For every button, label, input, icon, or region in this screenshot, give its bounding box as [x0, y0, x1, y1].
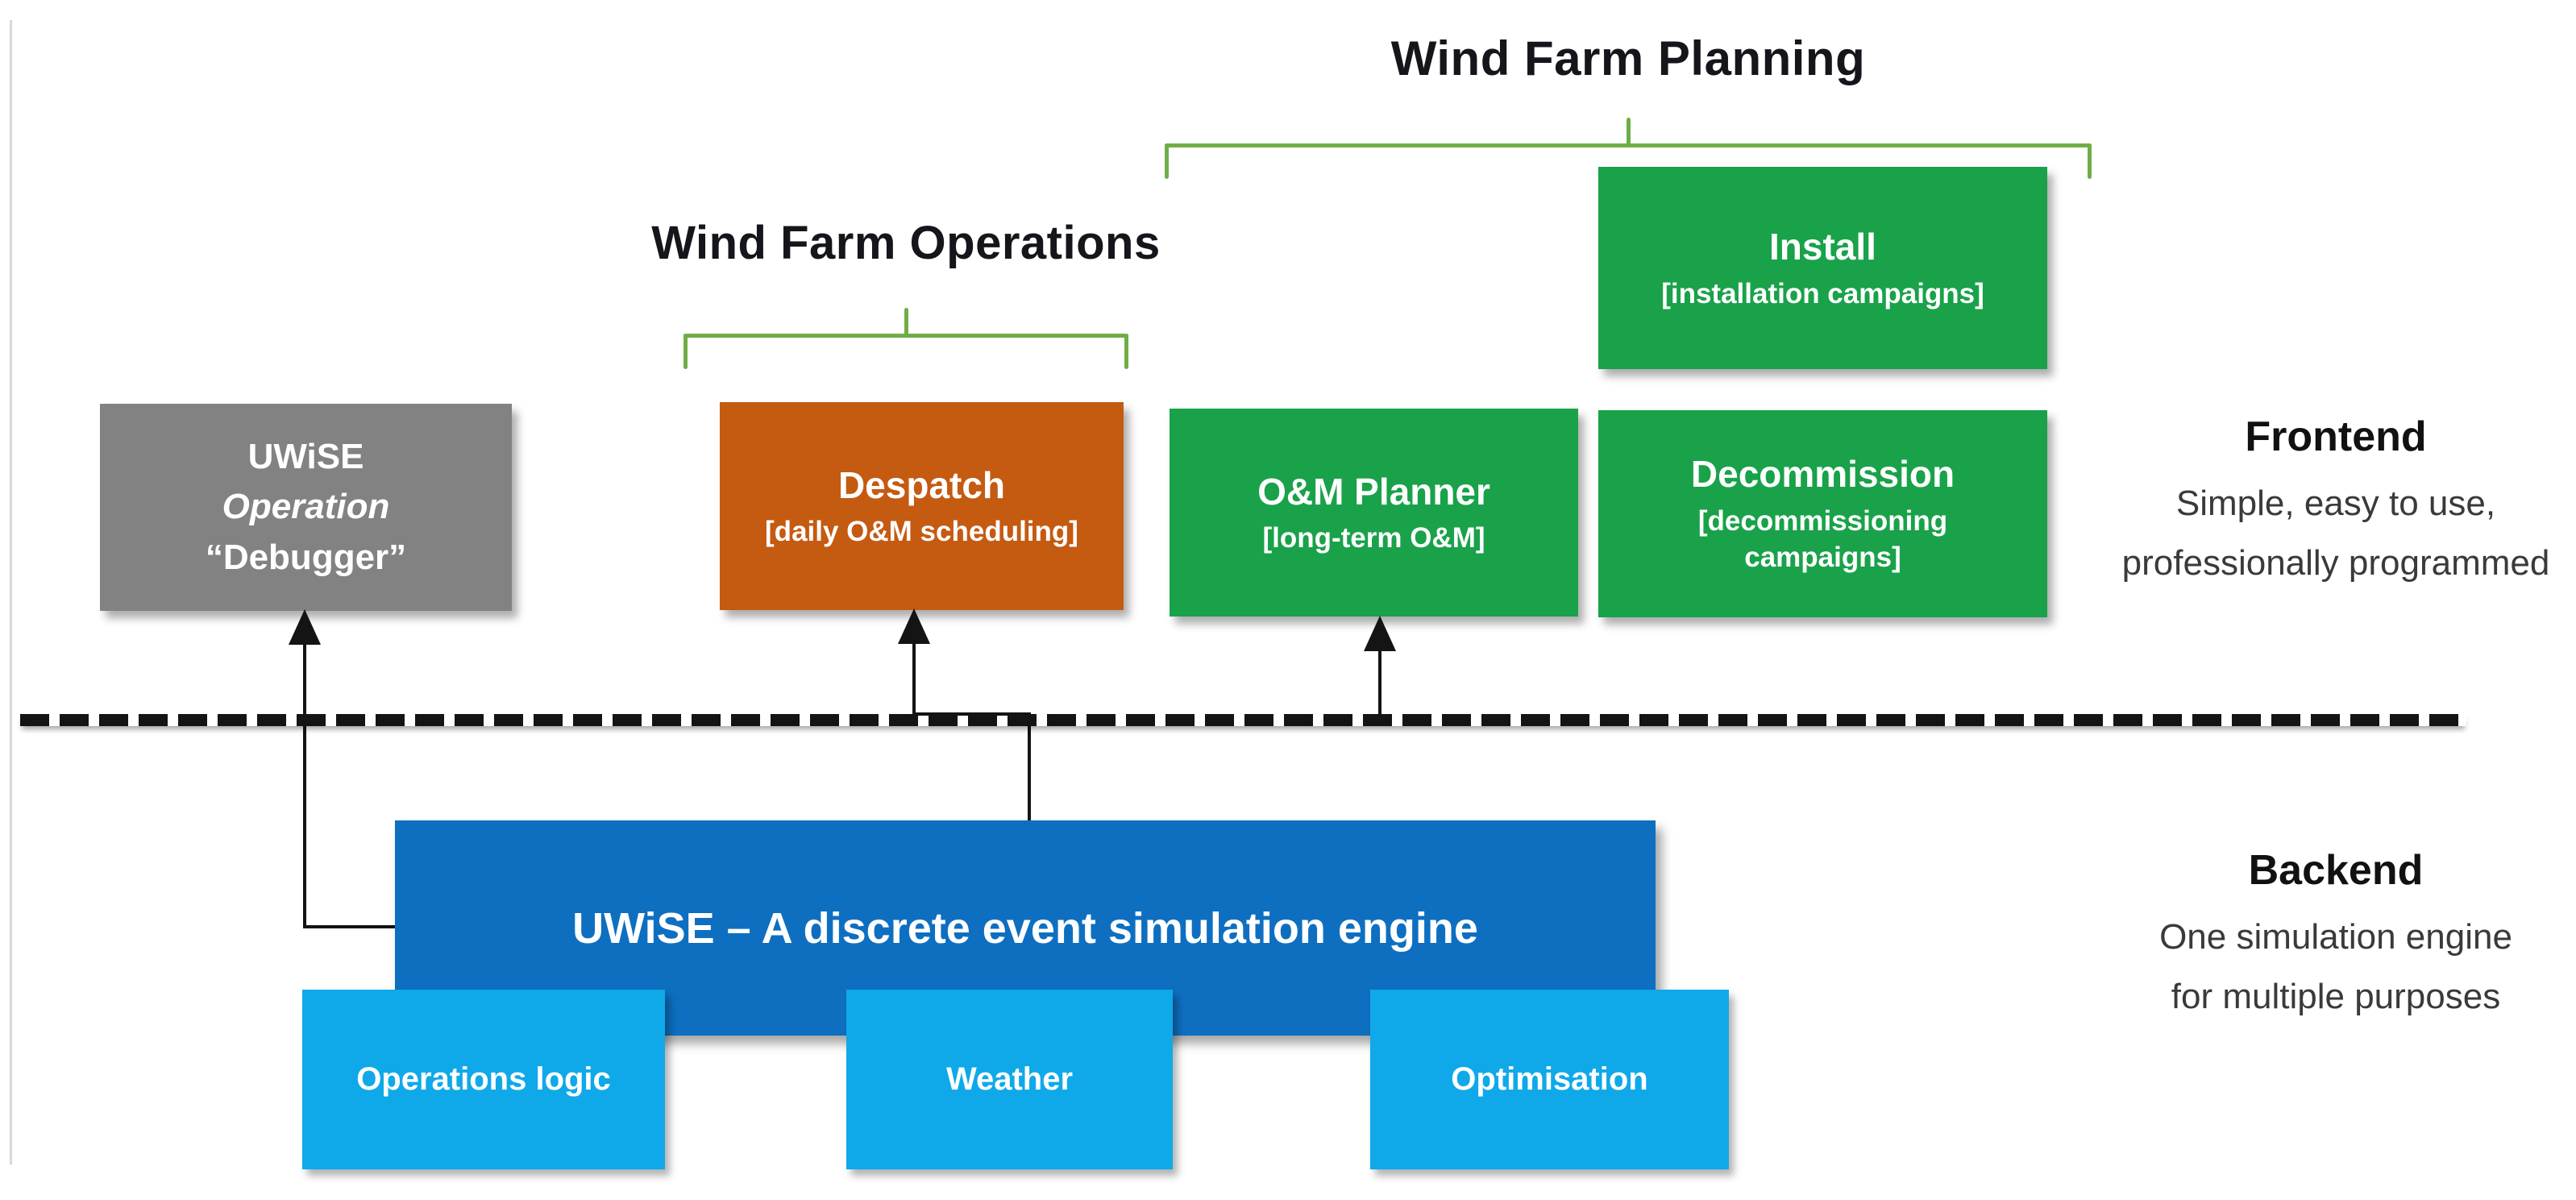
- debugger-line-3: “Debugger”: [205, 537, 407, 577]
- frontend-label-block: Frontend Simple, easy to use, profession…: [2096, 413, 2576, 593]
- decommission-box: Decommission [decommissioning campaigns]: [1598, 410, 2047, 617]
- brace-bar: [683, 334, 1128, 338]
- debugger-line-1: UWiSE: [247, 436, 364, 476]
- decommission-subtitle: [decommissioning campaigns]: [1697, 504, 1948, 574]
- om-planner-box: O&M Planner [long-term O&M]: [1170, 409, 1578, 617]
- module-weather-label: Weather: [945, 1061, 1074, 1097]
- frontend-description-line-1: Simple, easy to use,: [2175, 484, 2496, 523]
- arrow-up-to-om-planner: [1364, 616, 1396, 651]
- om-planner-title: O&M Planner: [1257, 470, 1490, 513]
- install-box: Install [installation campaigns]: [1598, 167, 2047, 369]
- frontend-description: Simple, easy to use, professionally prog…: [2096, 474, 2576, 593]
- module-weather: Weather: [846, 990, 1173, 1169]
- install-title: Install: [1769, 226, 1876, 268]
- connector-engine-top-vertical: [1028, 712, 1031, 822]
- backend-description-line-1: One simulation engine: [2159, 917, 2512, 957]
- debugger-box: UWiSE Operation “Debugger”: [100, 404, 512, 611]
- module-operations-logic: Operations logic: [302, 990, 665, 1169]
- simulation-engine-title: UWiSE – A discrete event simulation engi…: [572, 903, 1478, 953]
- group-title-wind-farm-operations: Wind Farm Operations: [651, 217, 1161, 269]
- frontend-backend-divider: [20, 714, 2466, 726]
- om-planner-subtitle: [long-term O&M]: [1262, 522, 1485, 554]
- arrow-up-to-despatch: [898, 608, 930, 644]
- backend-label-block: Backend One simulation engine for multip…: [2096, 846, 2576, 1027]
- module-optimisation-label: Optimisation: [1451, 1061, 1648, 1097]
- brace-tick-left: [1165, 143, 1169, 179]
- slide-edge-line: [10, 20, 12, 1165]
- brace-bar: [1165, 143, 2092, 147]
- frontend-description-line-2: professionally programmed: [2121, 542, 2550, 583]
- despatch-box: Despatch [daily O&M scheduling]: [720, 402, 1124, 610]
- backend-description: One simulation engine for multiple purpo…: [2096, 907, 2576, 1027]
- module-operations-logic-label: Operations logic: [356, 1061, 611, 1097]
- brace-tick-center: [904, 308, 908, 335]
- connector-despatch-vertical: [912, 613, 916, 717]
- brace-wind-farm-operations: [683, 308, 1128, 371]
- decommission-title: Decommission: [1690, 453, 1955, 496]
- debugger-line-2: Operation: [222, 487, 390, 527]
- arrow-up-to-debugger: [289, 609, 321, 645]
- connector-om-planner-vertical: [1378, 621, 1381, 721]
- connector-debugger-horizontal: [303, 925, 398, 928]
- frontend-title: Frontend: [2245, 413, 2427, 460]
- brace-tick-right: [2088, 143, 2092, 179]
- brace-tick-left: [683, 334, 688, 369]
- install-subtitle: [installation campaigns]: [1661, 277, 1984, 309]
- backend-description-line-2: for multiple purposes: [2171, 976, 2501, 1016]
- group-title-wind-farm-planning: Wind Farm Planning: [1390, 31, 1866, 85]
- module-optimisation: Optimisation: [1370, 990, 1729, 1169]
- connector-debugger-vertical: [303, 614, 306, 928]
- despatch-title: Despatch: [837, 463, 1006, 506]
- brace-tick-center: [1627, 118, 1631, 145]
- despatch-subtitle: [daily O&M scheduling]: [765, 516, 1078, 547]
- backend-title: Backend: [2248, 847, 2424, 894]
- brace-tick-right: [1124, 334, 1128, 369]
- brace-wind-farm-planning: [1165, 118, 2092, 181]
